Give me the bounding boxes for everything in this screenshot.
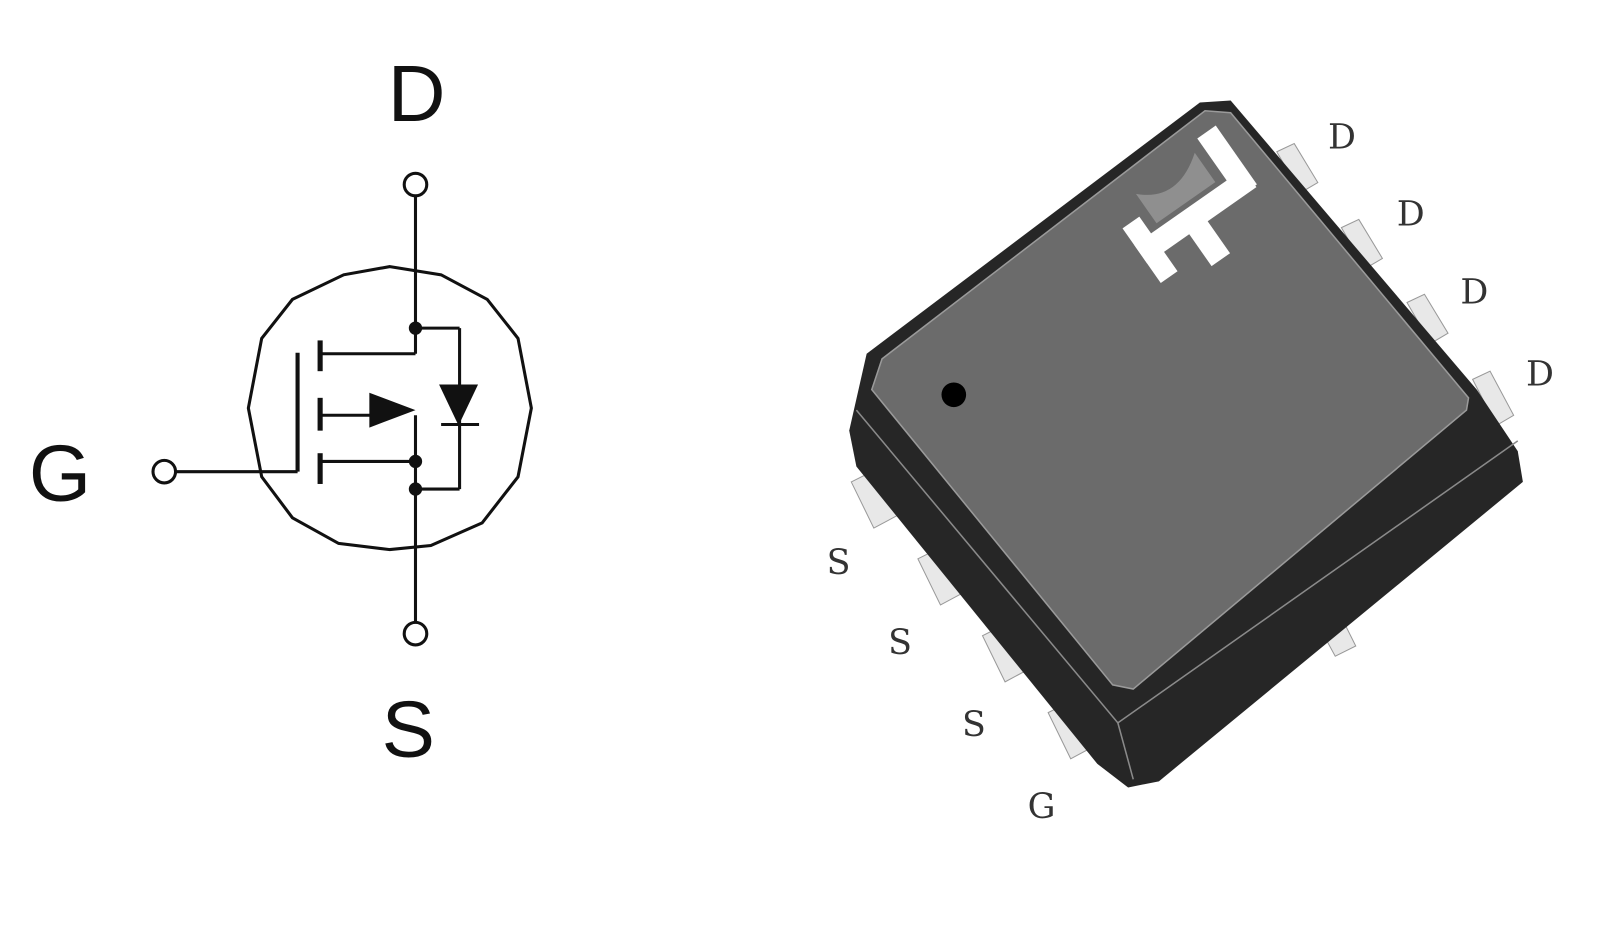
drain-label: D [388, 49, 446, 138]
pin-label-d2: D [1397, 195, 1425, 235]
pin1-dot [941, 382, 967, 408]
pin-label-s2: S [888, 623, 912, 663]
brand-logo [1122, 125, 1257, 283]
pin-label-d4: D [1526, 355, 1554, 395]
gate-terminal [151, 458, 178, 485]
mosfet-envelope-circle [246, 265, 533, 552]
source-terminal [402, 620, 429, 647]
pin-label-d1: D [1328, 118, 1356, 158]
diode-icon [439, 384, 479, 426]
pin-label-d3: D [1460, 273, 1488, 313]
gate-label: G [29, 428, 91, 517]
mosfet-symbol: D G S [29, 49, 533, 774]
arrow-icon [369, 392, 416, 428]
pin-label-s1: S [827, 543, 851, 583]
package-top-face [870, 109, 1470, 690]
source-label: S [382, 685, 435, 774]
package-3d: D D D D S S S G [827, 100, 1554, 827]
pin-label-s3: S [962, 705, 986, 745]
pin-label-g: G [1028, 787, 1056, 827]
drain-terminal [402, 171, 429, 198]
